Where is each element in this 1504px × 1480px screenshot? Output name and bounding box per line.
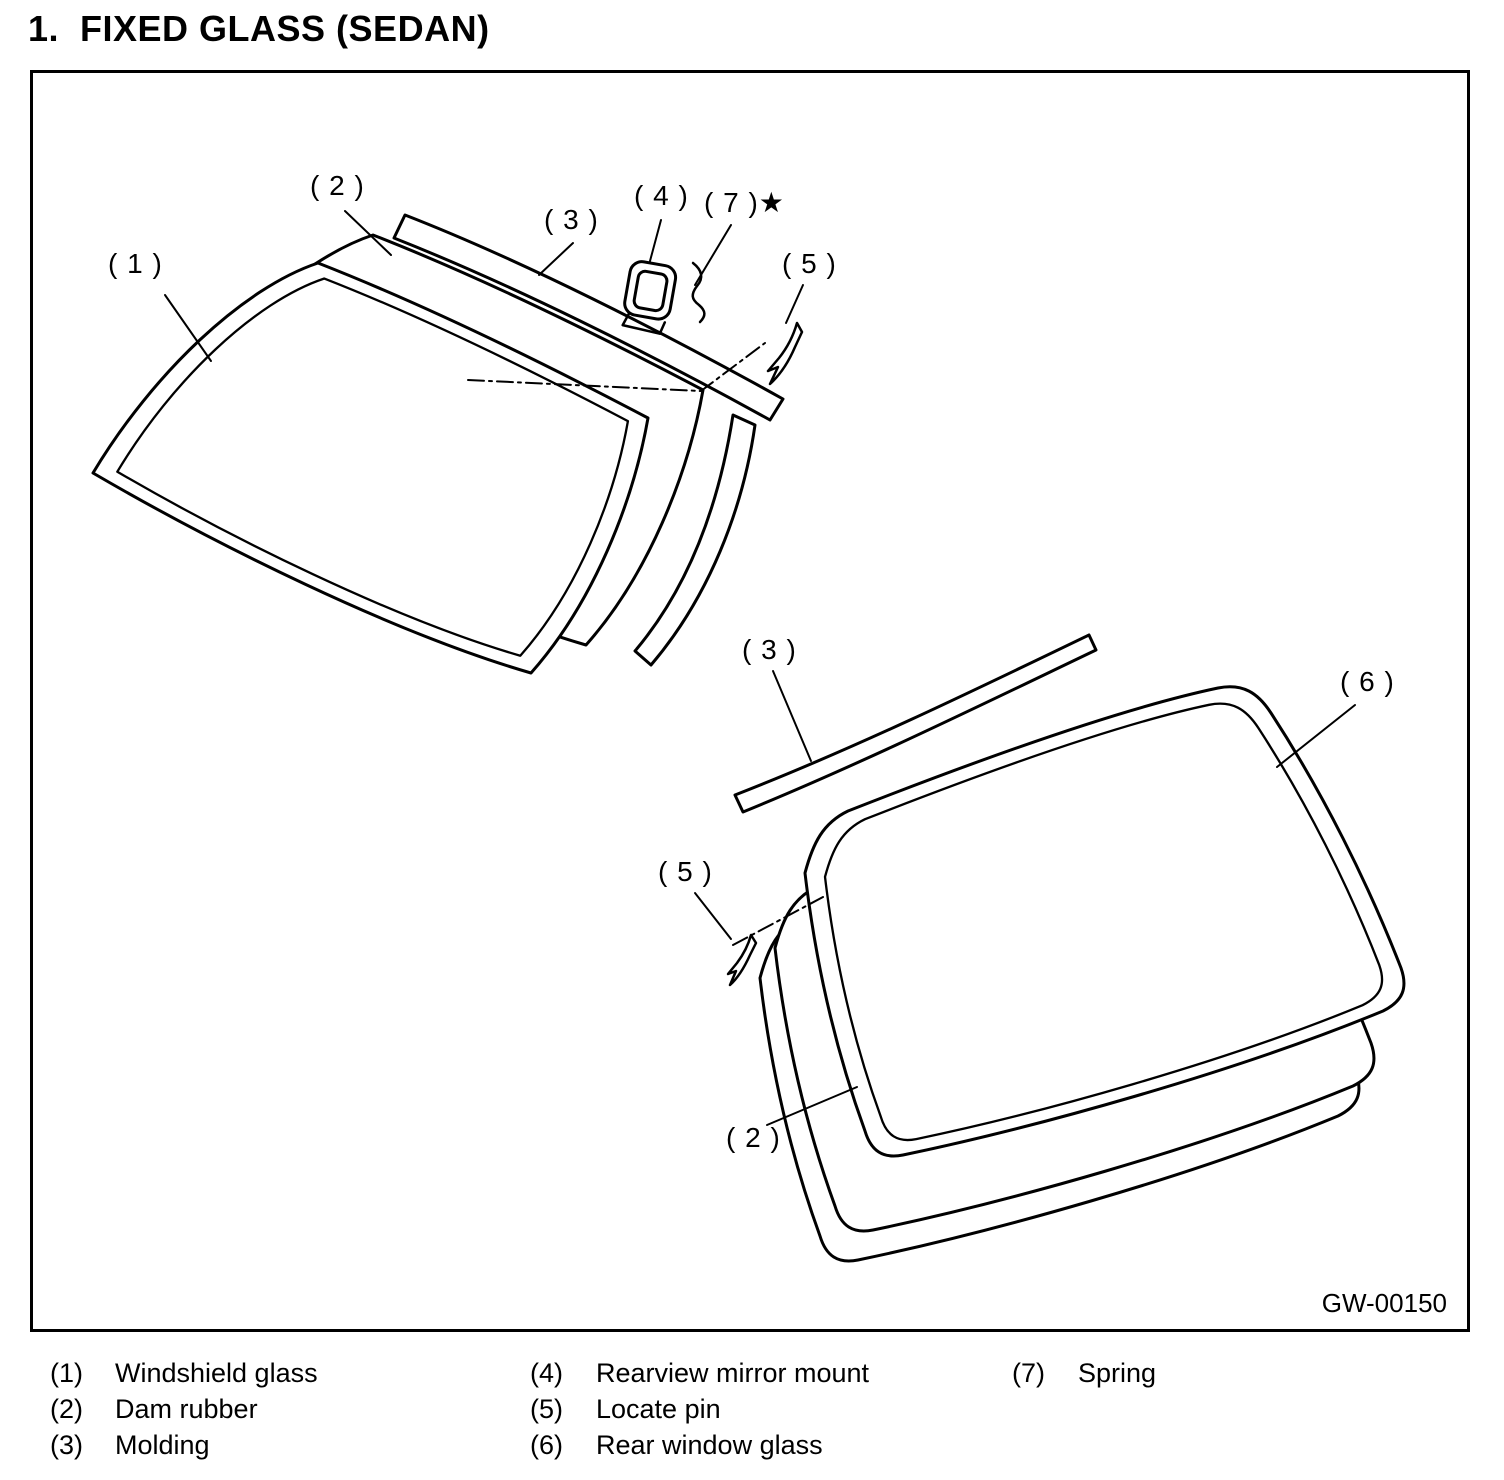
legend-num: (7) bbox=[1012, 1358, 1045, 1388]
rear-window-glass-inner-line bbox=[823, 702, 1384, 1142]
legend-num: (1) bbox=[50, 1358, 83, 1388]
legend-label: Locate pin bbox=[596, 1394, 721, 1424]
figure-frame: GW-00150 bbox=[30, 70, 1470, 1332]
legend-label: Rear window glass bbox=[596, 1430, 823, 1460]
legend-num: (3) bbox=[50, 1430, 83, 1460]
figure-id: GW-00150 bbox=[1321, 1288, 1447, 1318]
callout-molding-bottom: ( 3 ) bbox=[742, 634, 797, 665]
rear-pin-centerline bbox=[732, 896, 824, 946]
callout-windshield-glass: ( 1 ) bbox=[108, 248, 163, 279]
windshield-centerline bbox=[467, 342, 766, 392]
callout-dam-rubber-top: ( 2 ) bbox=[310, 170, 365, 201]
rear-molding-shape bbox=[733, 633, 1098, 814]
legend-label: Rearview mirror mount bbox=[596, 1358, 870, 1388]
callout-dam-rubber-bottom: ( 2 ) bbox=[726, 1122, 781, 1153]
windshield-glass-inner-line bbox=[116, 277, 630, 657]
callout-molding-top: ( 3 ) bbox=[544, 204, 599, 235]
rearview-mirror-mount-shape bbox=[621, 260, 678, 335]
legend-label: Spring bbox=[1078, 1358, 1157, 1388]
windshield-molding-shape bbox=[392, 213, 785, 667]
legend-num: (5) bbox=[530, 1394, 563, 1424]
legend-label: Molding bbox=[115, 1430, 210, 1460]
legend: (1) Windshield glass (2) Dam rubber (3) … bbox=[0, 1352, 1504, 1472]
locate-pin-bottom-shape bbox=[726, 933, 758, 987]
callout-mirror-mount: ( 4 ) bbox=[634, 180, 689, 211]
legend-label: Windshield glass bbox=[115, 1358, 318, 1388]
legend-num: (2) bbox=[50, 1394, 83, 1424]
fixed-glass-diagram bbox=[91, 210, 1406, 1263]
legend-num: (4) bbox=[530, 1358, 563, 1388]
locate-pin-top-shape bbox=[766, 321, 804, 386]
callout-locate-pin-bottom: ( 5 ) bbox=[658, 856, 713, 887]
legend-num: (6) bbox=[530, 1430, 563, 1460]
rear-window-glass-shape bbox=[803, 685, 1406, 1158]
legend-label: Dam rubber bbox=[115, 1394, 258, 1424]
windshield-glass-shape bbox=[91, 261, 650, 675]
leader-lines bbox=[164, 210, 1356, 1126]
page-title: 1. FIXED GLASS (SEDAN) bbox=[28, 8, 490, 49]
callout-spring: ( 7 )★ bbox=[704, 187, 785, 218]
callout-locate-pin-top: ( 5 ) bbox=[782, 248, 837, 279]
callout-rear-window-glass: ( 6 ) bbox=[1340, 666, 1395, 697]
